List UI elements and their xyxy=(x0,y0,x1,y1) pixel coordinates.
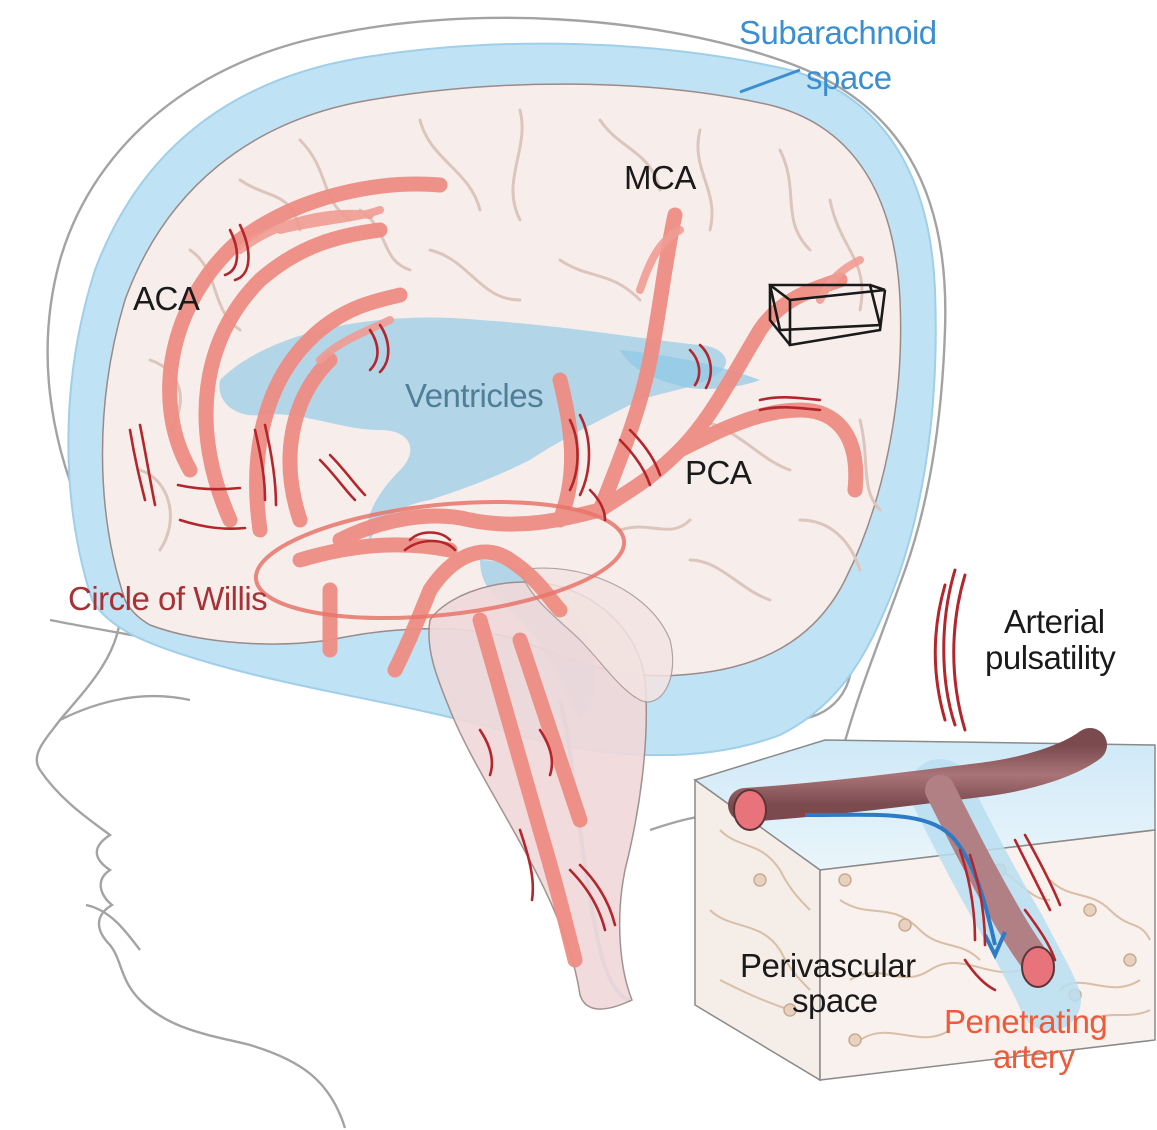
label-aca: ACA xyxy=(133,280,200,317)
label-subarachnoid-line1: Subarachnoid xyxy=(739,14,937,51)
label-ventricles: Ventricles xyxy=(405,377,543,414)
label-penetrating-line2: artery xyxy=(993,1038,1075,1075)
label-perivascular-line1: Perivascular xyxy=(740,947,916,984)
label-mca: MCA xyxy=(624,159,696,196)
label-circle-of-willis: Circle of Willis xyxy=(68,580,267,617)
label-arterial-line2: pulsatility xyxy=(985,639,1116,676)
arterial-pulsatility-icon xyxy=(935,570,965,730)
label-penetrating-line1: Penetrating xyxy=(944,1003,1107,1040)
label-subarachnoid-line2: space xyxy=(806,59,892,96)
label-arterial-line1: Arterial xyxy=(1004,603,1105,640)
label-pca: PCA xyxy=(685,454,752,491)
label-perivascular-line2: space xyxy=(792,982,878,1019)
